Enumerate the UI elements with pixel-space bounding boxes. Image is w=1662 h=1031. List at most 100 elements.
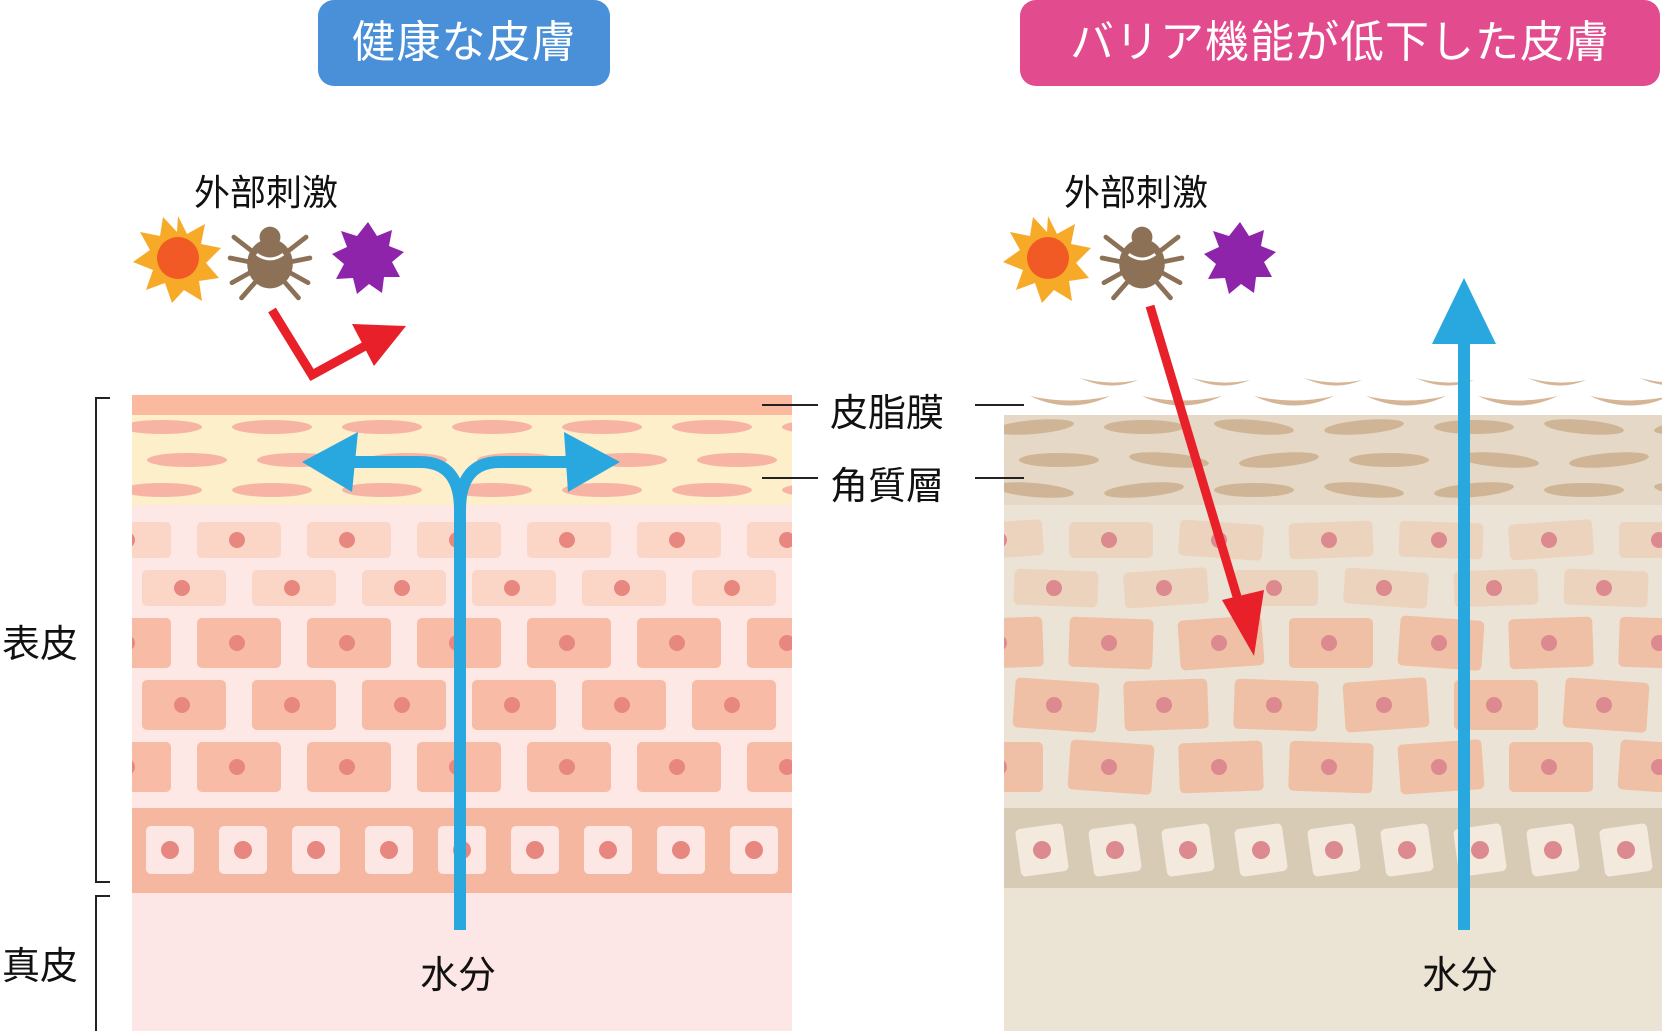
epidermal-cell [32, 680, 116, 730]
epidermal-cell [637, 618, 721, 668]
basal-cell [146, 826, 194, 874]
epidermal-cell [747, 742, 792, 792]
epidermis-cells [0, 420, 941, 874]
epidermal-cell [142, 680, 226, 730]
corneocyte [1129, 452, 1209, 468]
epidermal-cell [362, 570, 446, 606]
epidermal-cell [802, 570, 886, 606]
corneocyte [1019, 453, 1099, 467]
epidermal-cell [362, 680, 446, 730]
epidermal-cell [0, 522, 61, 558]
retained-moisture-arrow [302, 432, 620, 930]
flake [1192, 378, 1250, 386]
corneocyte [1214, 483, 1294, 497]
epidermal-cell [1012, 677, 1100, 733]
basal-cell [1307, 823, 1361, 877]
dermis-label: 真皮 [2, 944, 79, 988]
epidermal-cell [1068, 616, 1154, 670]
epidermal-cell [1288, 740, 1374, 794]
epidermal-cell [472, 680, 556, 730]
basal-cell [1599, 823, 1653, 877]
epidermal-cell [307, 618, 391, 668]
epidermal-cell [1397, 615, 1485, 671]
basal-cell [1234, 823, 1288, 877]
epidermal-cell [1069, 522, 1153, 558]
basal-cell [1161, 823, 1215, 877]
corneocyte [1004, 419, 1074, 435]
epidermal-cell [527, 618, 611, 668]
corneocyte [782, 422, 792, 432]
deflected-stimulus-arrow [268, 307, 406, 382]
epidermal-cell [637, 522, 721, 558]
flake [1528, 378, 1586, 386]
mite-icon [1102, 227, 1182, 298]
basal-cell [511, 826, 559, 874]
epidermal-cell [527, 522, 611, 558]
epidermal-cell [904, 680, 988, 730]
epidermal-cell [307, 742, 391, 792]
epidermal-cell [1617, 739, 1662, 795]
epidermal-cell [1123, 567, 1209, 609]
epidermal-cell [32, 570, 116, 606]
corneocyte [1214, 419, 1294, 435]
epidermal-cell [857, 742, 941, 792]
epidermal-cell [1004, 742, 1043, 792]
epidermal-cell [1454, 680, 1538, 730]
basal-cell [1526, 823, 1580, 877]
flake [1304, 378, 1362, 386]
corneocyte [12, 483, 92, 497]
peeling-flakes [1030, 378, 1662, 406]
basal-cell [1088, 823, 1142, 877]
epidermal-cell [747, 522, 792, 558]
epidermal-cell [802, 680, 886, 730]
corneocyte [697, 453, 777, 467]
corneocyte [672, 420, 752, 434]
epidermal-cell [901, 561, 991, 614]
sun-icon [1003, 216, 1091, 303]
corneocyte [1544, 483, 1624, 497]
damaged-skin-panel [847, 378, 1662, 1031]
damaged-skin-title: バリア機能が低下した皮膚 [1020, 0, 1660, 86]
epidermal-cell [847, 614, 936, 673]
epidermal-cell [1398, 520, 1484, 560]
epidermal-cell [307, 522, 391, 558]
epidermal-cell [252, 680, 336, 730]
corneocyte [562, 420, 642, 434]
epidermal-cell [197, 742, 281, 792]
corneocyte [1349, 453, 1429, 467]
epidermal-cell [1233, 678, 1319, 732]
epidermal-cell [1178, 740, 1264, 794]
epidermal-cell [857, 522, 941, 558]
basal-cell [657, 826, 705, 874]
corneocyte [1434, 482, 1514, 498]
corneocyte [452, 483, 532, 497]
corneocyte [147, 453, 227, 467]
flake [1590, 396, 1662, 406]
epidermal-cell [1004, 616, 1044, 670]
corneocyte [1544, 419, 1624, 435]
epidermal-cell [1289, 618, 1373, 668]
epidermal-cell [692, 680, 776, 730]
corneocyte [1324, 482, 1404, 498]
epidermal-cell [1509, 742, 1593, 792]
corneocyte [132, 483, 202, 497]
corneocyte [342, 483, 422, 497]
corneocyte [1459, 452, 1539, 468]
epidermal-cell [472, 570, 556, 606]
basal-cell [584, 826, 632, 874]
epidermal-cell [582, 680, 666, 730]
epidermal-cell [747, 618, 792, 668]
corneocyte [1004, 482, 1074, 498]
flake [1254, 396, 1334, 406]
flake [1030, 396, 1110, 406]
epidermis-label: 表皮 [2, 622, 79, 666]
epidermal-cell [857, 618, 941, 668]
sebum-film-layer [132, 395, 792, 415]
epidermal-cell [0, 742, 61, 792]
epidermal-cell [132, 522, 171, 558]
epidermal-cell [1343, 567, 1429, 609]
corneocyte [342, 420, 422, 434]
epidermal-cell [1123, 678, 1209, 732]
sebum-film-label: 皮脂膜 [830, 391, 945, 435]
